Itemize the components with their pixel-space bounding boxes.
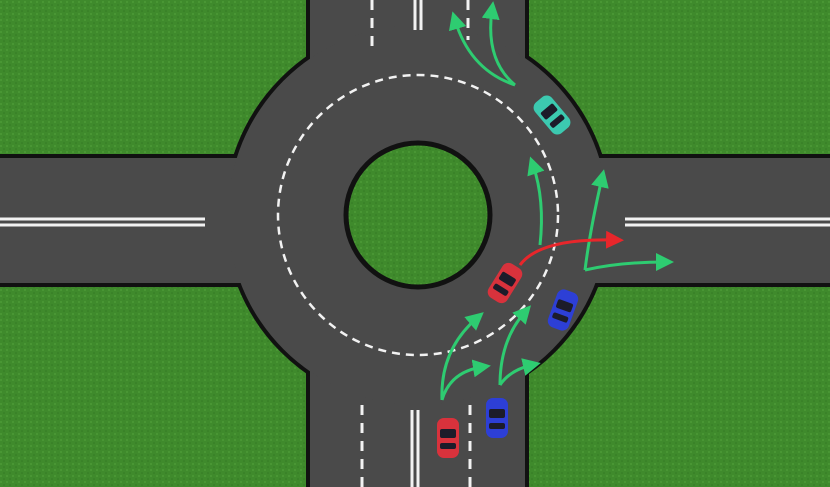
arrow-blue-right: [584, 253, 674, 272]
center-island: [343, 140, 493, 290]
arrow-lower-red-right: [440, 359, 491, 401]
arrow-lower-blue-right: [498, 358, 541, 386]
car-blue-entry: [486, 398, 508, 438]
lane-divider-ring: [276, 73, 560, 357]
arrow-blue-up: [583, 169, 609, 271]
arrow-teal-exit-left: [448, 11, 516, 87]
arrow-red-exit: [518, 230, 624, 266]
arrow-red-continue: [527, 156, 545, 246]
car-red-entry: [437, 418, 459, 458]
arrow-teal-exit-right: [481, 1, 516, 87]
arrow-lower-blue-up: [498, 305, 531, 386]
arrow-lower-red-up: [440, 312, 484, 401]
green-route-arrows: [440, 1, 674, 401]
